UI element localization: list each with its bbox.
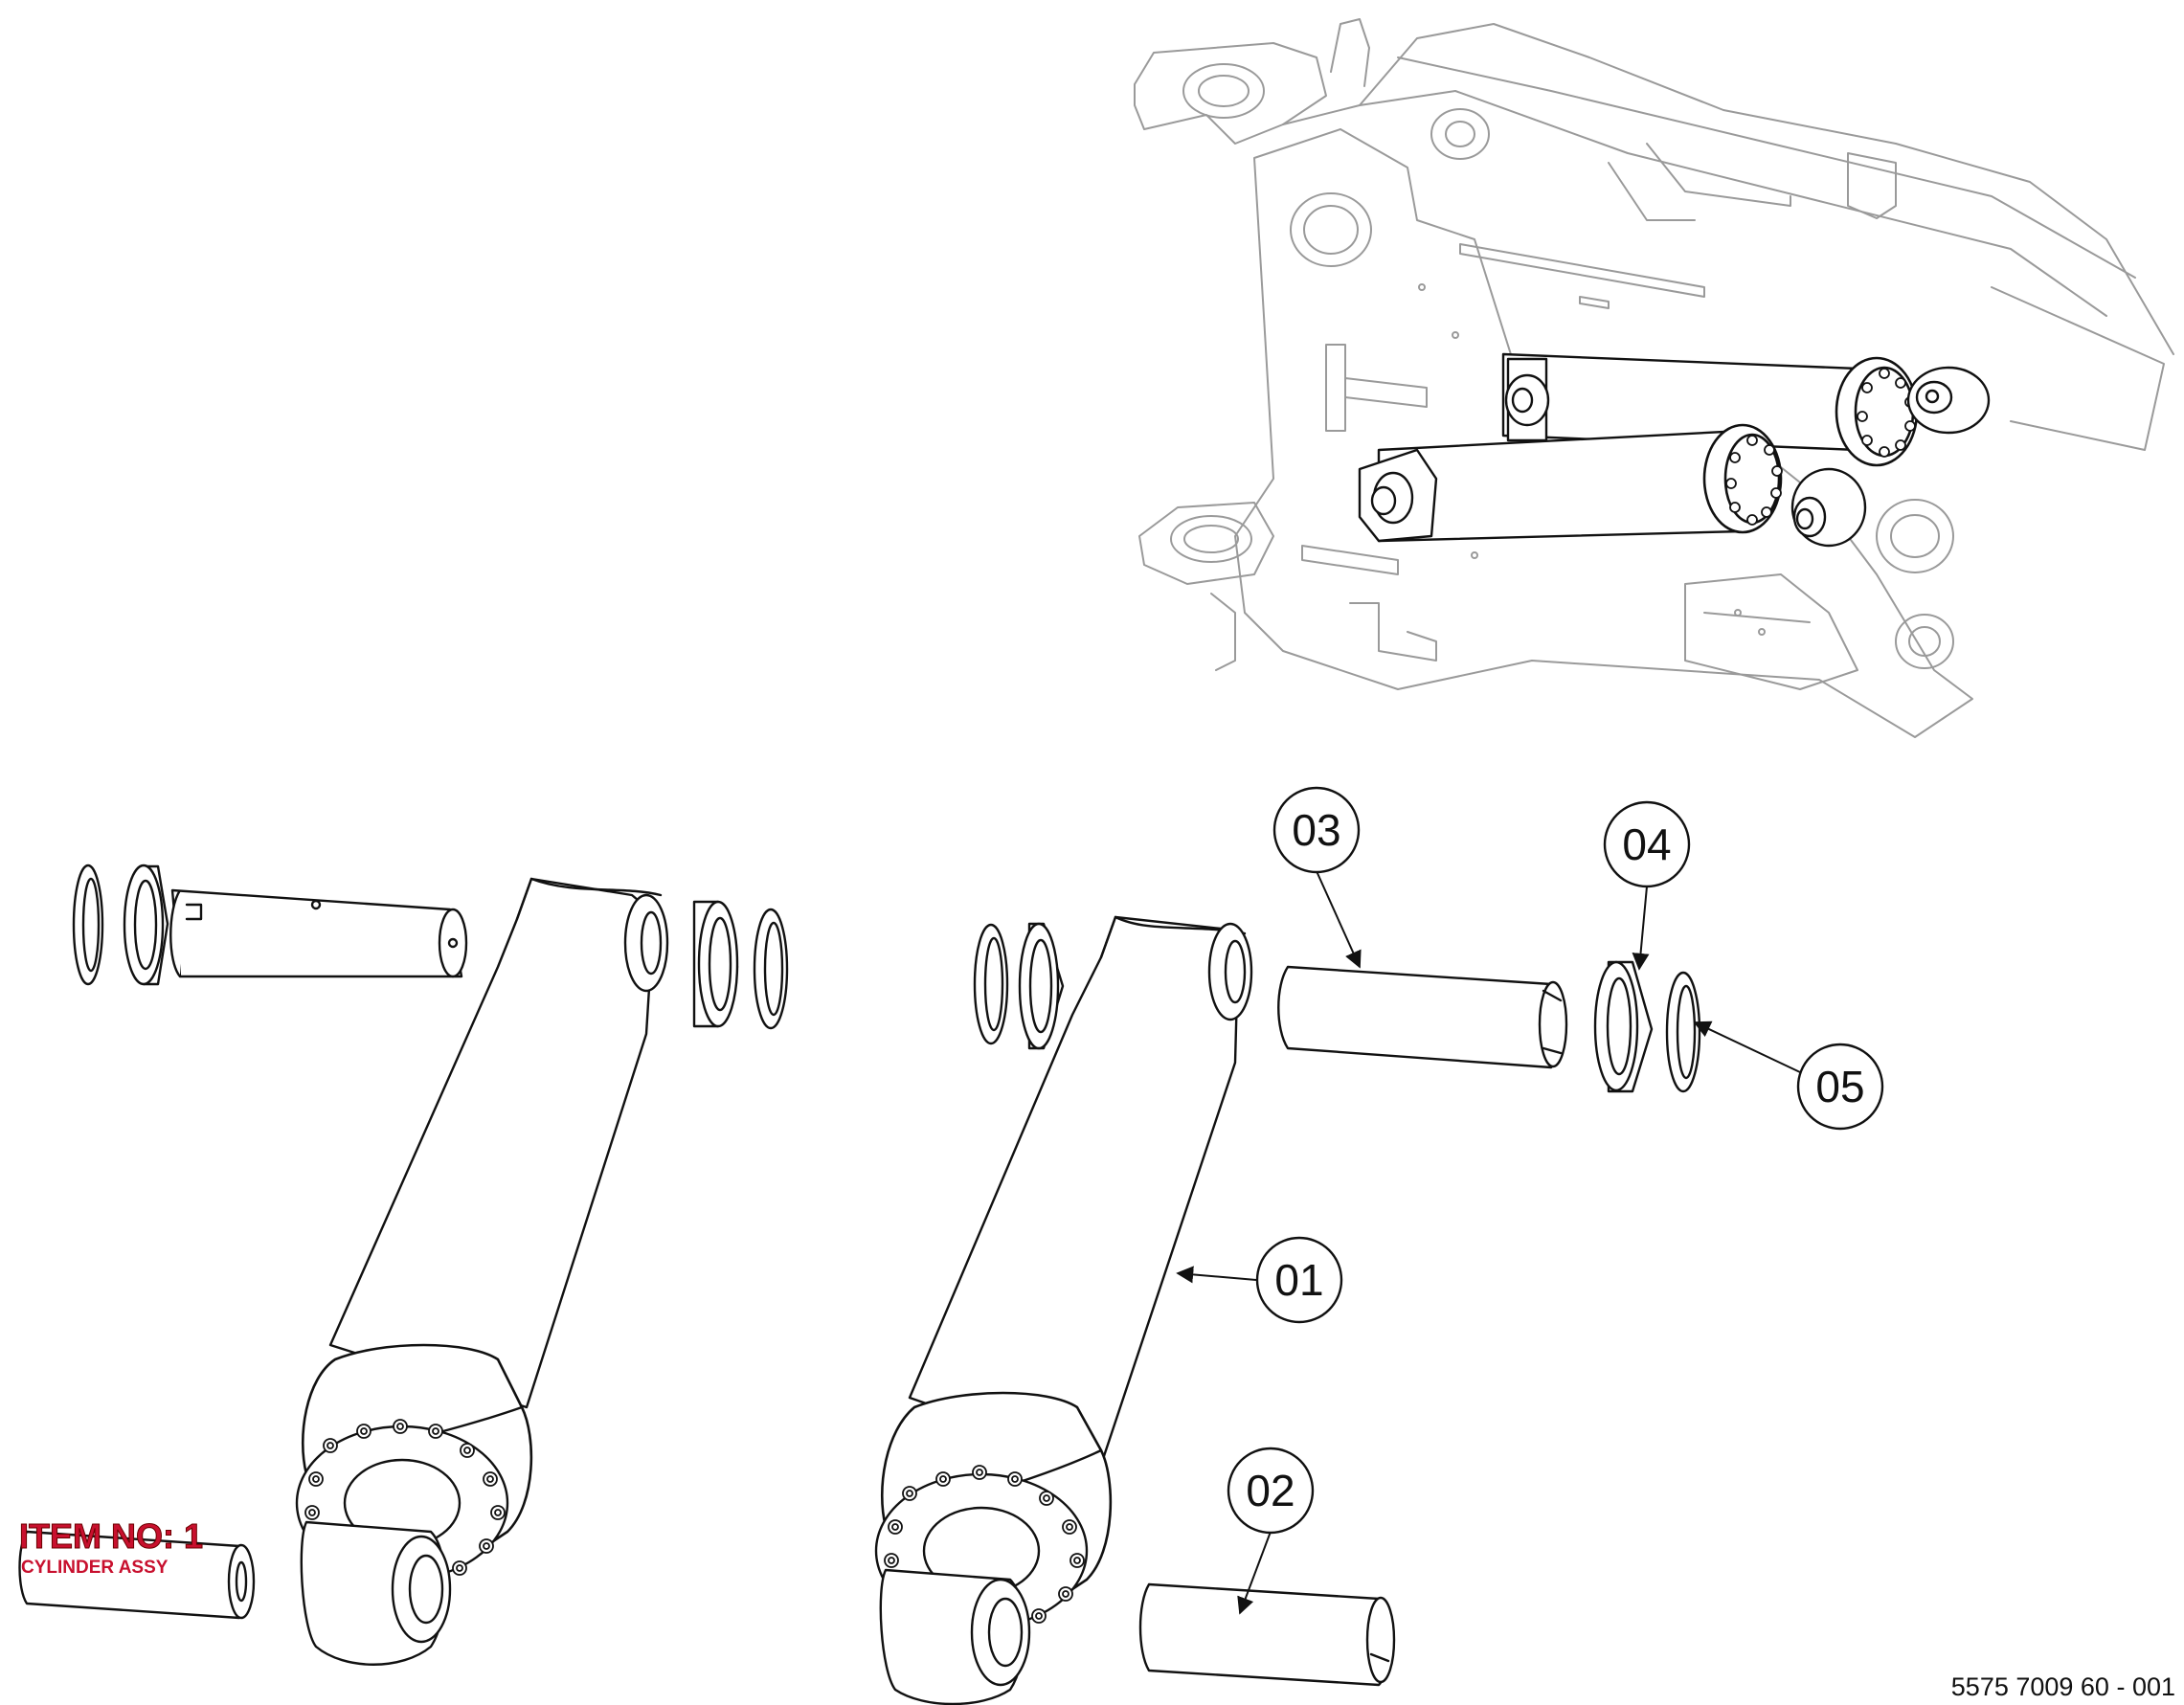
right-washer-left [973,923,1009,1045]
left-washer-right [753,908,789,1030]
context-frame-view [1134,18,2174,738]
callout-02: 02 [1246,1466,1295,1515]
callout-03-circle [1272,786,1361,874]
callout-01-circle [1255,1236,1343,1324]
left-exploded-assembly [18,864,789,1666]
left-washer-outer [72,864,104,986]
left-flange-bolts [304,1419,506,1576]
pin-02 [1138,1582,1391,1687]
lower-cylinder-bolts [1725,435,1783,526]
item-number: ITEM NO: 1 [19,1516,203,1556]
item-label: ITEM NO: 1 CYLINDER ASSY [19,1516,204,1579]
right-exploded-assembly [874,915,1701,1705]
callout-01: 01 [1274,1255,1323,1305]
left-pin [170,888,463,978]
document-number: 5575 7009 60 - 001 [1951,1672,2175,1701]
callout-02-circle [1227,1447,1315,1535]
callout-04-circle [1603,800,1691,888]
callouts: 01 02 03 04 05 [1176,786,1884,1615]
callout-05-circle [1796,1043,1884,1131]
callout-03: 03 [1292,805,1340,855]
right-cylinder-tube [908,915,1247,1467]
callout-04: 04 [1622,819,1671,869]
pin-03 [1277,965,1564,1069]
callout-05: 05 [1815,1062,1864,1111]
item-description: CYLINDER ASSY [21,1558,169,1578]
right-flange-bolts [884,1465,1085,1624]
